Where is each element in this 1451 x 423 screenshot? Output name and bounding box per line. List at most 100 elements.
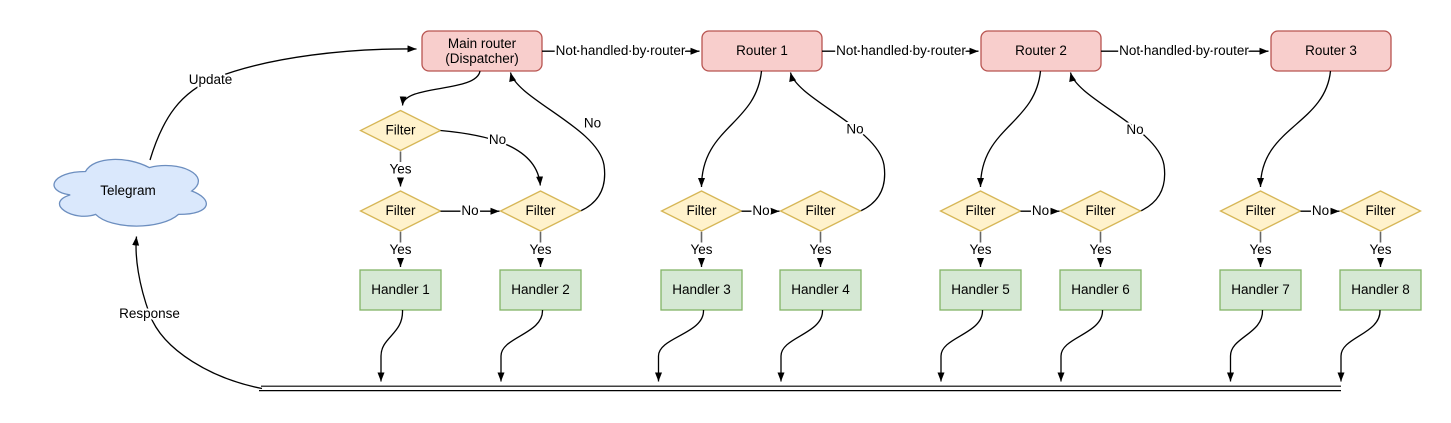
main-router-label-line1: Main router: [448, 36, 517, 51]
main-router-node: Main router (Dispatcher): [421, 30, 543, 72]
handler-2-label: Handler 2: [511, 282, 570, 297]
filter-label: Filter: [1366, 203, 1397, 218]
response-bus: [259, 385, 1341, 392]
filter-shape: [779, 190, 862, 232]
no-label: No: [1312, 203, 1329, 218]
yes-drop-5: Yes: [967, 231, 994, 267]
filter-router3-left-node: Filter: [1219, 190, 1302, 232]
edge-handler6-to-bus: [1057, 309, 1104, 382]
filter-shape: [660, 190, 743, 232]
edge-filter-no-pair3: No: [1020, 201, 1060, 220]
edge-router2-to-filter: [977, 70, 1042, 188]
yes-drop-6: Yes: [1087, 231, 1114, 267]
router-2-label: Router 2: [1015, 43, 1067, 58]
not-handled-label-2: Not handled by router: [836, 43, 966, 58]
filter-shape: [1339, 190, 1422, 232]
handler-4-node: Handler 4: [779, 269, 862, 311]
handler-6-label: Handler 6: [1071, 282, 1130, 297]
handler-5-box: [939, 269, 1022, 311]
filter-shape: [499, 190, 582, 232]
handler-7-node: Handler 7: [1219, 269, 1302, 311]
no-label: No: [584, 116, 601, 131]
no-label: No: [846, 122, 863, 137]
no-label: No: [461, 203, 478, 218]
main-router-label-line2: (Dispatcher): [445, 51, 519, 66]
yes-drop-8: Yes: [1367, 231, 1394, 267]
handler-1-box: [359, 269, 442, 311]
edge-handler1-to-bus: [377, 309, 404, 382]
filter-router2-right-node: Filter: [1059, 190, 1142, 232]
filter-label: Filter: [526, 203, 557, 218]
yes-label: Yes: [389, 162, 411, 177]
not-handled-label-3: Not handled by router: [1119, 43, 1249, 58]
yes-label: Yes: [1249, 242, 1271, 257]
response-label: Response: [119, 306, 180, 321]
edge-handler2-to-bus: [497, 309, 544, 382]
edge-return-router2: No: [1069, 72, 1166, 212]
yes-label: Yes: [969, 242, 991, 257]
edge-handler5-to-bus: [937, 309, 984, 382]
router-3-label: Router 3: [1305, 43, 1357, 58]
filter-label: Filter: [386, 203, 417, 218]
filter-label: Filter: [1246, 203, 1277, 218]
filter-main-left-node: Filter: [359, 190, 442, 232]
yes-label: Yes: [529, 242, 551, 257]
update-edge: [149, 45, 417, 161]
update-label: Update: [189, 72, 233, 87]
edge-return-main: No: [509, 72, 606, 212]
yes-label: Yes: [389, 242, 411, 257]
handler-7-label: Handler 7: [1231, 282, 1290, 297]
filter-label: Filter: [966, 203, 997, 218]
handler-5-node: Handler 5: [939, 269, 1022, 311]
yes-drop-7: Yes: [1247, 231, 1274, 267]
filter-router1-right-node: Filter: [779, 190, 862, 232]
filter-shape: [1219, 190, 1302, 232]
edge-handler8-to-bus: [1337, 309, 1381, 382]
filter-label: Filter: [806, 203, 837, 218]
yes-label: Yes: [1089, 242, 1111, 257]
no-label: No: [752, 203, 769, 218]
return-curve-main: [509, 72, 606, 212]
handler-8-box: [1339, 269, 1422, 311]
no-label: No: [1126, 122, 1143, 137]
handler-3-box: [660, 269, 743, 311]
router-1-node: Router 1: [701, 30, 823, 72]
cloud-shape: [53, 158, 207, 227]
router-1-label: Router 1: [736, 43, 788, 58]
edge-handler7-to-bus: [1227, 309, 1264, 382]
handler-3-label: Handler 3: [672, 282, 731, 297]
filter-label: Filter: [1086, 203, 1117, 218]
filter-shape: [939, 190, 1022, 232]
return-curve-router2: [1069, 72, 1166, 212]
yes-drop-1: Yes: [387, 231, 414, 267]
handler-7-box: [1219, 269, 1302, 311]
filter-main-top-shape: [359, 109, 442, 152]
edge-router1-to-router2: Not handled by router: [822, 41, 979, 60]
handler-4-box: [779, 269, 862, 311]
yes-label: Yes: [1369, 242, 1391, 257]
telegram-label: Telegram: [100, 183, 156, 198]
edge-filter-no-pair2: No: [741, 201, 780, 220]
filter-router2-left-node: Filter: [939, 190, 1022, 232]
edge-main-to-router1: Not handled by router: [542, 41, 700, 60]
filter-label: Filter: [687, 203, 718, 218]
edge-router1-to-filter: [698, 70, 763, 188]
filter-main-right-node: Filter: [499, 190, 582, 232]
router-3-box: [1270, 30, 1392, 72]
router-3-node: Router 3: [1270, 30, 1392, 72]
response-edge: [132, 236, 263, 390]
edge-router2-to-router3: Not handled by router: [1101, 41, 1269, 60]
edge-top-filter-no: [440, 129, 544, 186]
handler-3-node: Handler 3: [660, 269, 743, 311]
handler-6-box: [1059, 269, 1142, 311]
edge-filter-no-pair4: No: [1300, 201, 1340, 220]
filter-label: Filter: [386, 123, 417, 138]
edge-filter-no-pair1: No: [440, 201, 500, 220]
handler-8-node: Handler 8: [1339, 269, 1422, 311]
edge-handler3-to-bus: [655, 309, 705, 382]
edge-main-to-top-filter: [399, 70, 481, 106]
yes-drop-4: Yes: [807, 231, 834, 267]
filter-shape: [359, 190, 442, 232]
handler-1-node: Handler 1: [359, 269, 442, 311]
